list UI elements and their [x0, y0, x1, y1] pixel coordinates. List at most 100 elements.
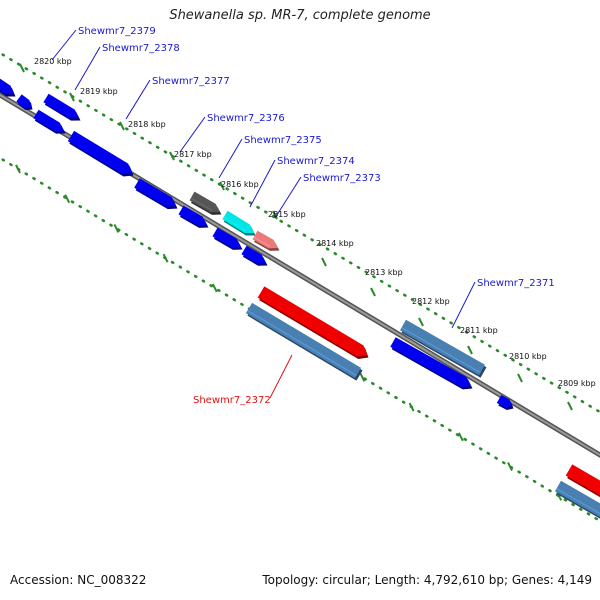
gene-arrow-3 [33, 109, 64, 132]
gene-arrow-12 [257, 286, 367, 357]
gene-highlight-12 [259, 294, 359, 355]
ruler-tick-lower-4 [211, 283, 218, 293]
gene-highlight-2 [44, 99, 72, 117]
gene-arrow-2 [43, 93, 79, 119]
ruler-tick-lower-7 [359, 372, 366, 382]
tick-labels: 2820 kbp 2819 kbp 2818 kbp 2817 kbp 2816 kbp… [34, 57, 596, 388]
gene-label-2: Shewmr7_2377 [152, 76, 230, 87]
ruler-tick-lower-1 [64, 194, 71, 204]
gene-leader-2 [125, 79, 151, 120]
gene-leader-5 [249, 159, 276, 208]
gene-highlight-4 [69, 138, 124, 172]
gene-leader-4 [218, 138, 243, 179]
gene-highlight-10 [253, 236, 271, 247]
gene-arrow-18 [555, 480, 600, 518]
gene-leader-3 [179, 116, 206, 153]
ruler-tick-lower-3 [162, 253, 169, 263]
ruler-tick-upper-5 [272, 210, 278, 220]
gene-labels: Shewmr7_2379Shewmr7_2378Shewmr7_2377Shew… [78, 26, 555, 406]
gene-leader-1 [74, 46, 101, 91]
gene-features [0, 78, 600, 519]
gene-arrow-10 [252, 230, 278, 249]
gene-leader-8 [269, 354, 293, 399]
gene-arrow-15 [390, 337, 471, 387]
ruler-tick-lower-2 [113, 223, 120, 233]
tick-label-1: 2819 kbp [80, 87, 118, 96]
gene-highlight-17 [567, 472, 600, 493]
ruler-tick-upper-1 [69, 92, 75, 102]
gene-arrow-8 [222, 210, 254, 234]
ruler-tick-upper-6 [321, 257, 327, 267]
gene-highlight-1 [17, 99, 26, 107]
gene-arrow-4 [67, 130, 132, 174]
gene-highlight-18 [556, 488, 600, 515]
gene-label-0: Shewmr7_2379 [78, 26, 156, 37]
gene-highlight-6 [190, 197, 213, 211]
ruler-tick-lower-10 [507, 462, 513, 472]
gene-arrow-9 [212, 227, 241, 248]
gene-highlight-15 [391, 343, 463, 385]
ruler-tick-upper-0 [19, 63, 25, 73]
ruler-tick-lower-8 [408, 402, 415, 412]
topology-text: Topology: circular; Length: 4,792,610 bp… [262, 573, 592, 587]
gene-arrow-16 [496, 395, 512, 408]
gene-leader-0 [51, 29, 77, 61]
gene-highlight-8 [223, 216, 247, 232]
ruler-tick-upper-4 [219, 181, 225, 191]
gene-label-5: Shewmr7_2374 [277, 156, 355, 167]
gene-arrow-17 [565, 464, 600, 496]
gene-highlight-0 [0, 86, 7, 93]
ruler-tick-upper-2 [119, 121, 125, 131]
gene-label-1: Shewmr7_2378 [102, 43, 180, 54]
tick-label-11: 2809 kbp [558, 379, 596, 388]
tick-label-6: 2814 kbp [316, 239, 354, 248]
gene-highlight-16 [497, 400, 507, 407]
ruler-tick-upper-11 [567, 401, 573, 411]
gene-highlight-11 [242, 251, 259, 262]
gene-highlight-3 [34, 115, 57, 130]
gene-arrow-6 [189, 191, 220, 213]
gene-arrow-13 [245, 302, 362, 379]
label-leaders [51, 29, 476, 399]
tick-label-0: 2820 kbp [34, 57, 72, 66]
ruler-tick-lower-9 [457, 432, 464, 442]
tick-label-10: 2810 kbp [509, 352, 547, 361]
gene-highlight-9 [213, 233, 234, 246]
ruler-tick-upper-9 [467, 345, 473, 355]
tick-label-3: 2817 kbp [174, 150, 212, 159]
gene-leader-7 [451, 281, 476, 329]
ruler-tick-upper-7 [370, 287, 376, 297]
accession-text: Accession: NC_008322 [10, 573, 147, 587]
tick-label-9: 2811 kbp [460, 326, 498, 335]
ruler-dots-upper [0, 51, 600, 414]
tick-label-5: 2815 kbp [268, 210, 306, 219]
ruler-tick-upper-8 [418, 317, 424, 327]
gene-arrow-1 [16, 94, 31, 108]
gene-label-6: Shewmr7_2373 [303, 173, 381, 184]
gene-label-8: Shewmr7_2372 [193, 395, 271, 406]
gene-arrow-11 [241, 245, 266, 264]
tick-label-7: 2813 kbp [365, 268, 403, 277]
gene-label-7: Shewmr7_2371 [477, 278, 555, 289]
tick-label-2: 2818 kbp [128, 120, 166, 129]
gene-highlight-7 [179, 211, 200, 224]
gene-arrow-7 [178, 205, 207, 226]
tick-label-4: 2816 kbp [221, 180, 259, 189]
gene-arrow-0 [0, 78, 14, 94]
gene-arrow-14 [400, 319, 485, 376]
ruler-tick-upper-10 [517, 373, 523, 383]
gene-label-4: Shewmr7_2375 [244, 135, 322, 146]
gene-label-3: Shewmr7_2376 [207, 113, 285, 124]
genome-title: Shewanella sp. MR-7, complete genome [169, 8, 431, 23]
tick-label-8: 2812 kbp [412, 297, 450, 306]
ruler-tick-upper-3 [169, 151, 175, 161]
gene-highlight-13 [247, 310, 357, 377]
gene-highlight-5 [135, 184, 169, 205]
ruler-tick-lower-0 [15, 164, 21, 174]
gene-leader-6 [274, 176, 302, 219]
gene-highlight-14 [401, 327, 481, 374]
ruler-ticks [15, 63, 573, 501]
gene-arrow-5 [134, 178, 176, 207]
